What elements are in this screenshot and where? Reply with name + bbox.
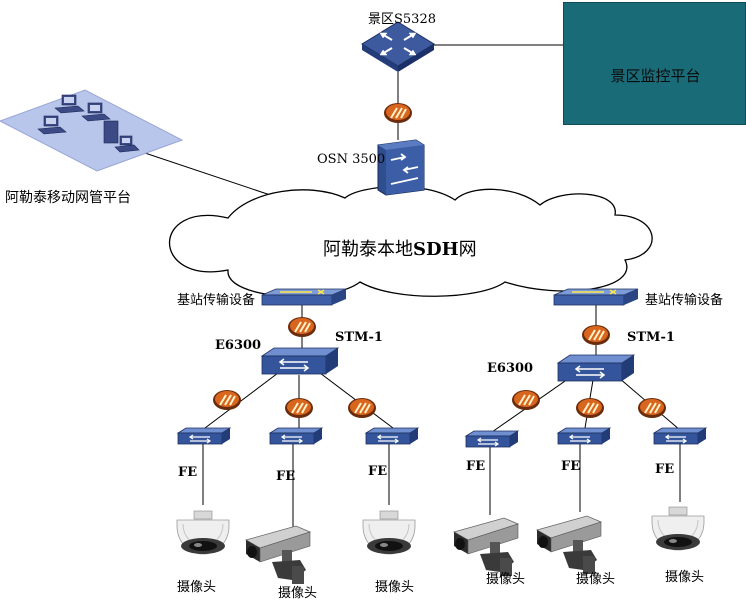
- sdh-switch-icon: [377, 139, 425, 196]
- network-management-workstation-icon: [0, 89, 184, 172]
- link-left-e6300-sw3: [315, 369, 394, 429]
- router-icon: [361, 21, 435, 72]
- access-switch-icon: [364, 427, 420, 445]
- optical-link-icon: [576, 398, 604, 418]
- left-fe-label-2: FE: [276, 469, 296, 484]
- left-camera-label-1: 摄像头: [177, 580, 217, 595]
- sdh-network-label-bold: SDH: [413, 239, 459, 260]
- box-camera-icon: [244, 525, 312, 584]
- dome-camera-icon: [362, 510, 416, 555]
- right-e6300-label: E6300: [487, 361, 534, 376]
- access-switch-icon: [176, 427, 232, 445]
- optical-link-icon: [638, 398, 666, 418]
- optical-link-icon: [213, 390, 241, 410]
- access-switch-icon: [464, 430, 520, 448]
- left-fe-label-1: FE: [178, 465, 198, 480]
- right-fe-label-3: FE: [655, 462, 675, 477]
- left-bts-label: 基站传输设备: [177, 293, 256, 308]
- access-switch-icon: [268, 427, 324, 445]
- right-camera-label-1: 摄像头: [486, 572, 526, 587]
- e6300-switch-icon: [556, 354, 636, 382]
- osn-label: OSN 3500: [317, 152, 386, 167]
- dome-camera-icon: [651, 506, 705, 551]
- sdh-network-label-prefix: 阿勒泰本地: [323, 239, 413, 260]
- optical-link-icon: [348, 398, 376, 418]
- bts-transmission-device-icon: [261, 288, 347, 306]
- e6300-switch-icon: [260, 347, 340, 375]
- left-camera-label-2: 摄像头: [278, 586, 318, 600]
- right-bts-label: 基站传输设备: [645, 293, 724, 308]
- optical-link-icon: [288, 317, 316, 337]
- access-switch-icon: [556, 427, 612, 445]
- bts-transmission-device-icon: [553, 288, 639, 306]
- box-camera-icon: [535, 515, 603, 574]
- sdh-network-label-suffix: 网: [458, 239, 477, 260]
- nms-label: 阿勒泰移动网管平台: [5, 190, 131, 206]
- access-switch-icon: [652, 427, 708, 445]
- box-camera-icon: [452, 517, 520, 576]
- core-router-label: 景区S5328: [368, 12, 436, 27]
- right-trunk-label: STM-1: [627, 330, 675, 345]
- right-camera-label-3: 摄像头: [665, 570, 705, 585]
- left-trunk-label: STM-1: [335, 330, 383, 345]
- right-camera-label-2: 摄像头: [576, 572, 616, 587]
- optical-link-icon: [582, 325, 610, 345]
- left-e6300-label: E6300: [215, 338, 262, 353]
- left-camera-label-3: 摄像头: [375, 580, 415, 595]
- monitoring-platform-label: 景区监控平台: [610, 67, 701, 85]
- sdh-network-label: 阿勒泰本地SDH网: [323, 235, 477, 261]
- monitoring-platform-box: 景区监控平台: [563, 2, 746, 125]
- left-fe-label-3: FE: [368, 464, 388, 479]
- right-fe-label-1: FE: [466, 459, 486, 474]
- link-left-e6300-sw1: [204, 369, 283, 429]
- optical-link-icon: [384, 103, 412, 123]
- dome-camera-icon: [176, 510, 230, 555]
- optical-link-icon: [285, 398, 313, 418]
- optical-link-icon: [512, 390, 540, 410]
- right-fe-label-2: FE: [561, 459, 581, 474]
